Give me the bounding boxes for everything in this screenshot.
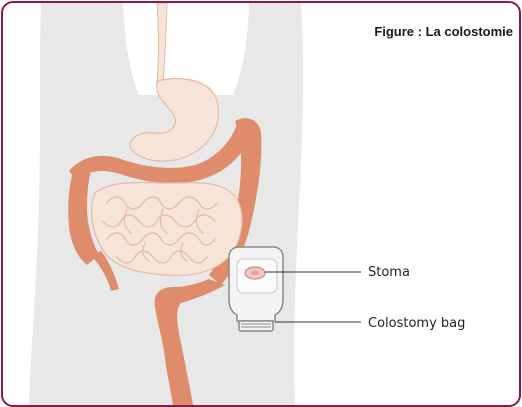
figure-title: Figure : La colostomie xyxy=(374,24,513,39)
colostomy-diagram xyxy=(3,3,519,405)
colostomy-bag xyxy=(229,247,283,331)
colostomy-bag-label: Colostomy bag xyxy=(368,316,465,331)
stoma-label: Stoma xyxy=(368,265,410,280)
stoma-opening xyxy=(251,271,259,275)
esophagus xyxy=(157,3,167,83)
